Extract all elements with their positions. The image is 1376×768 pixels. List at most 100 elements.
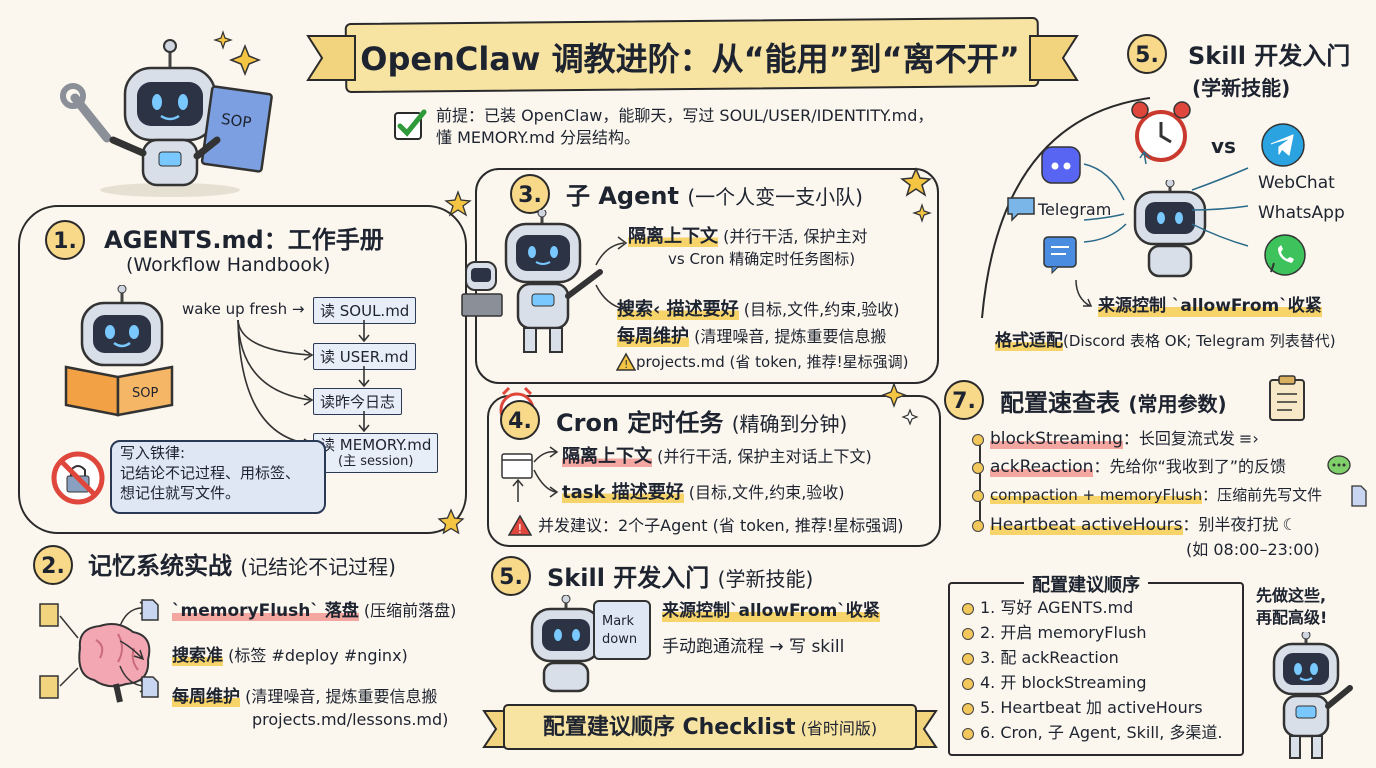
format-adapt-paren: (Discord 表格 OK; Telegram 列表替代) xyxy=(1063,332,1336,350)
step-read-memory-sub: (主 session) xyxy=(338,454,414,469)
section-5-number: 5. xyxy=(491,556,531,596)
brain-icon xyxy=(39,603,151,703)
config-key-1: blockStreaming xyxy=(990,429,1123,449)
memoryflush-code: `memoryFlush` 落盘 xyxy=(172,601,359,621)
config-item-1: blockStreaming：长回复流式发≡› xyxy=(972,428,1259,450)
speech-line-2: 再配高级! xyxy=(1256,608,1328,627)
sop-book-label: SOP xyxy=(220,110,253,132)
section-5-title-main: Skill 开发入门 xyxy=(547,564,710,592)
step-read-user: 读 USER.md xyxy=(313,343,416,370)
memoryflush-paren: (压缩前落盘) xyxy=(363,601,457,620)
bullet-icon xyxy=(972,519,984,532)
search-accurate-paren: (标签 #deploy #nginx) xyxy=(228,646,408,665)
sparkle-icons xyxy=(881,382,919,426)
order-item-3-text: 3. 配 ackReaction xyxy=(980,648,1119,667)
bullet-icon xyxy=(962,627,974,640)
premise-line-2: 懂 MEMORY.md 分层结构。 xyxy=(436,128,640,147)
rules-title: 写入铁律: xyxy=(120,444,186,462)
config-desc-1: ：长回复流式发 xyxy=(1122,429,1235,448)
s4-isolate-paren: (并行干活, 保护主对话上下文) xyxy=(657,447,872,466)
config-item-4: Heartbeat activeHours：别半夜打扰☾ xyxy=(972,514,1297,536)
robot-with-wrench-icon: SOP xyxy=(60,30,273,197)
section-4-frame xyxy=(487,395,941,547)
weekly-maintenance-paren: (清理噪音, 提炼重要信息搬 xyxy=(245,687,438,706)
s3-weekly-item: 每周维护 (清理噪音, 提炼重要信息搬 xyxy=(617,325,887,348)
order-item-3: 3. 配 ackReaction xyxy=(962,648,1119,669)
s4-task-label: task 描述要好 xyxy=(562,482,684,503)
no-lock-icon xyxy=(51,451,105,505)
order-item-6-text: 6. Cron, 子 Agent, Skill, 多渠道. xyxy=(980,723,1223,742)
s4-concurrency-warning: 并发建议：2个子Agent (省 token, 推荐!星标强调) xyxy=(538,516,904,535)
s3-weekly-line-2: projects.md (省 token, 推荐!星标强调) xyxy=(636,353,909,371)
s4-task-paren: (目标,文件,约束,验收) xyxy=(688,483,845,502)
section-2-title: 记忆系统实战 (记结论不记过程) xyxy=(88,546,396,581)
bullet-icon xyxy=(962,702,974,715)
section-5r-subtitle: (学新技能) xyxy=(1192,76,1291,100)
bullet-icon xyxy=(962,727,974,740)
section-7-number: 7. xyxy=(944,380,984,420)
flow-arrows-icon xyxy=(237,320,314,450)
s3-isolate-item: 隔离上下文 (并行干活, 保护主对 xyxy=(628,225,868,248)
config-key-4: Heartbeat activeHours xyxy=(990,515,1183,535)
markdown-label-2: down xyxy=(602,632,637,647)
section-2-number: 2. xyxy=(33,545,73,585)
svg-text:!: ! xyxy=(624,358,628,371)
section-2-title-paren: (记结论不记过程) xyxy=(240,555,396,579)
search-accurate-item: 搜索准 (标签 #deploy #nginx) xyxy=(172,645,408,667)
config-timeline-line xyxy=(979,438,981,530)
robot-team-icon xyxy=(461,210,603,353)
section-4-title-paren: (精确到分钟) xyxy=(731,412,848,436)
bullet-icon xyxy=(972,461,984,474)
config-desc-3: ：压缩前先写文件 xyxy=(1202,486,1323,504)
s4-isolate-item: 隔离上下文 (并行干活, 保护主对话上下文) xyxy=(562,445,872,468)
s3-describe-item: 搜索‹ 描述要好 (目标,文件,约束,验收) xyxy=(617,298,900,321)
chat-bubble-icon xyxy=(1007,197,1035,222)
warning-icon-2: ! xyxy=(508,514,532,536)
order-item-4: 4. 开 blockStreaming xyxy=(962,673,1147,694)
robot-reading-sop-icon: SOP xyxy=(64,285,174,417)
section-5-title-paren: (学新技能) xyxy=(717,567,814,591)
section-5r-number: 5. xyxy=(1127,34,1167,74)
weekly-maintenance-line-2: projects.md/lessons.md) xyxy=(252,710,449,729)
section-4-number: 4. xyxy=(500,400,540,440)
footer-title-main: 配置建议顺序 Checklist xyxy=(542,715,796,740)
page-title: OpenClaw 调教进阶：从“能用”到“离不开” xyxy=(360,40,1020,78)
config-key-3: compaction + memoryFlush xyxy=(990,486,1203,504)
format-adapt-label: 格式适配 xyxy=(995,331,1063,351)
streaming-icon: ≡› xyxy=(1238,429,1259,448)
channel-webchat: WebChat xyxy=(1258,173,1335,193)
step-read-memory: 读 MEMORY.md (主 session) xyxy=(313,433,439,473)
rules-line-2: 想记住就写文件。 xyxy=(120,484,241,502)
svg-text:!: ! xyxy=(518,522,523,536)
order-item-5-text: 5. Heartbeat 加 activeHours xyxy=(980,698,1203,717)
order-item-6: 6. Cron, 子 Agent, Skill, 多渠道. xyxy=(962,723,1223,744)
banner-left-ribbon-icon xyxy=(306,35,356,81)
source-control-label: 来源控制 `allowFrom`收紧 xyxy=(1098,295,1322,318)
search-accurate-label: 搜索准 xyxy=(172,646,223,666)
versus-label: vs xyxy=(1211,134,1236,158)
checkbox-checked-icon xyxy=(394,109,427,140)
section-1-subtitle: (Workflow Handbook) xyxy=(126,254,331,276)
memoryflush-item: `memoryFlush` 落盘 (压缩前落盘) xyxy=(172,600,456,622)
premise-line-1: 前提：已装 OpenClaw，能聊天，写过 SOUL/USER/IDENTITY… xyxy=(436,106,934,125)
small-star-icon xyxy=(444,190,472,217)
footer-title-paren: (省时间版) xyxy=(800,719,878,738)
hub-arrows-icon xyxy=(1083,150,1249,247)
section-3-number: 3. xyxy=(510,174,550,214)
step-read-memory-label: 读 MEMORY.md xyxy=(320,436,432,454)
order-item-5: 5. Heartbeat 加 activeHours xyxy=(962,698,1203,719)
s5-source-control: 来源控制`allowFrom`收紧 xyxy=(662,600,880,623)
s5-manual-flow: 手动跑通流程 → 写 skill xyxy=(662,637,845,657)
wake-up-fresh-label: wake up fresh → xyxy=(182,300,305,318)
format-adapt-item: 格式适配(Discord 表格 OK; Telegram 列表替代) xyxy=(995,330,1336,352)
s3-isolate-label: 隔离上下文 xyxy=(628,226,718,247)
active-hours-example: (如 08:00–23:00) xyxy=(1186,540,1320,559)
section-1-frame xyxy=(18,205,467,534)
step-read-daily-log: 读昨今日志 xyxy=(313,388,403,415)
channel-telegram: Telegram xyxy=(1038,200,1112,219)
window-arrows-icon xyxy=(501,446,559,502)
rules-note xyxy=(110,440,326,514)
bullet-icon xyxy=(972,489,984,502)
order-box-title: 配置建议顺序 xyxy=(1024,571,1148,597)
down-arrows-icon xyxy=(358,320,370,433)
